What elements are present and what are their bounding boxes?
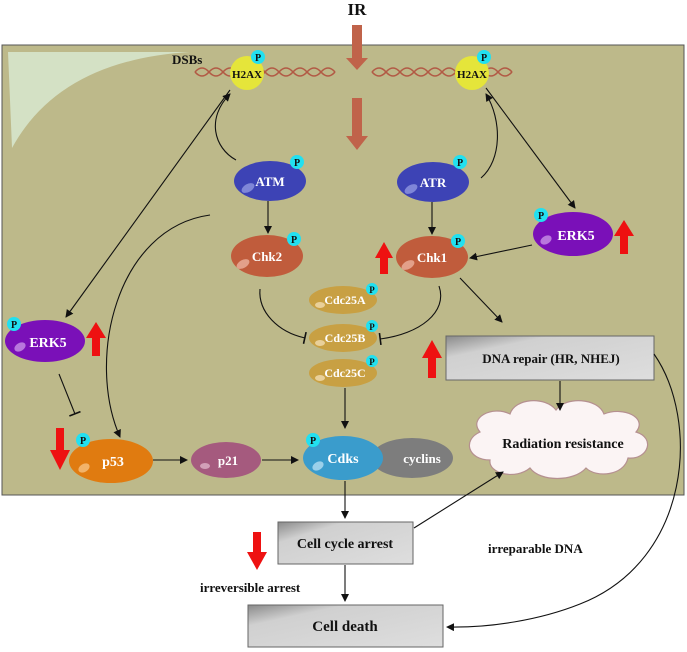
svg-text:ATM: ATM (255, 174, 284, 189)
cdc25b-node: Cdc25B (309, 324, 377, 352)
svg-text:ERK5: ERK5 (557, 229, 594, 244)
phospho-badge: P (453, 155, 467, 169)
cyclins-node: cyclins (371, 438, 453, 478)
phospho-badge: P (76, 433, 90, 447)
phospho-badge: P (7, 317, 21, 331)
erk5-left-node: ERK5 (5, 320, 85, 362)
dsbs-label: DSBs (172, 52, 202, 67)
svg-text:P: P (369, 285, 375, 295)
svg-text:P: P (481, 53, 487, 64)
svg-text:H2AX: H2AX (232, 69, 262, 81)
up-arrow-erk5-left-icon (86, 322, 106, 356)
svg-text:P: P (538, 211, 544, 222)
svg-text:P: P (11, 320, 17, 331)
phospho-badge: P (366, 355, 378, 367)
cdks-node: Cdks (303, 436, 383, 480)
svg-text:P: P (255, 53, 261, 64)
atr-node: ATR (397, 162, 469, 202)
svg-text:P: P (294, 158, 300, 169)
phospho-badge: P (290, 155, 304, 169)
erk5-right-node: ERK5 (533, 212, 613, 256)
cell-cycle-arrest-box: Cell cycle arrest (277, 521, 414, 565)
phospho-badge: P (366, 283, 378, 295)
irreparable-dna-label: irreparable DNA (488, 541, 583, 556)
ir-arrow-middle (346, 98, 368, 150)
chk1-node: Chk1 (396, 236, 468, 278)
ir-arrow-top (346, 25, 368, 70)
phospho-badge: P (477, 50, 491, 64)
h2ax-left-node: H2AX (230, 56, 264, 90)
up-arrow-erk5-right-icon (614, 220, 634, 254)
svg-text:cyclins: cyclins (403, 451, 441, 466)
atm-node: ATM (234, 161, 306, 201)
svg-text:P: P (369, 357, 375, 367)
svg-text:Radiation resistance: Radiation resistance (502, 437, 623, 452)
radiation-resistance-cloud: Radiation resistance (468, 400, 649, 479)
svg-text:Cdc25B: Cdc25B (325, 331, 366, 345)
svg-text:Chk1: Chk1 (417, 250, 447, 265)
svg-text:Cell cycle arrest: Cell cycle arrest (297, 537, 393, 552)
phospho-badge: P (287, 232, 301, 246)
irreversible-arrest-label: irreversible arrest (200, 580, 301, 595)
cdc25c-node: Cdc25C (309, 359, 377, 387)
down-arrow-p53-icon (50, 428, 70, 470)
svg-text:P: P (80, 436, 86, 447)
down-arrow-cell-cycle-icon (247, 532, 267, 570)
svg-text:DNA repair (HR, NHEJ): DNA repair (HR, NHEJ) (482, 351, 619, 366)
corner-highlight (8, 52, 190, 148)
svg-text:Chk2: Chk2 (252, 249, 282, 264)
svg-text:Cdc25A: Cdc25A (324, 293, 366, 307)
dna-repair-box: DNA repair (HR, NHEJ) (445, 335, 655, 381)
cdc25a-node: Cdc25A (309, 286, 377, 314)
svg-text:p53: p53 (102, 455, 124, 470)
svg-text:ATR: ATR (420, 175, 447, 190)
svg-text:P: P (369, 322, 375, 332)
p21-node: p21 (191, 442, 261, 478)
h2ax-right-node: H2AX (455, 56, 489, 90)
svg-text:ERK5: ERK5 (29, 336, 66, 351)
svg-text:p21: p21 (218, 453, 238, 468)
connectors (58, 87, 681, 632)
svg-text:P: P (457, 158, 463, 169)
svg-text:Cdc25C: Cdc25C (324, 366, 365, 380)
svg-text:Cdks: Cdks (327, 452, 359, 467)
svg-text:P: P (291, 235, 297, 246)
ir-label: IR (348, 0, 368, 19)
chk2-node: Chk2 (231, 235, 303, 277)
phospho-badge: P (306, 433, 320, 447)
phospho-badge: P (451, 234, 465, 248)
svg-text:P: P (455, 237, 461, 248)
up-arrow-dna-repair-icon (422, 340, 442, 378)
cell-death-box: Cell death (247, 604, 444, 648)
dna-strand-left-icon (194, 67, 336, 77)
svg-text:H2AX: H2AX (457, 69, 487, 81)
phospho-badge: P (534, 208, 548, 222)
p53-node: p53 (69, 439, 153, 483)
up-arrow-chk1-icon (375, 242, 393, 274)
svg-text:P: P (310, 436, 316, 447)
phospho-badge: P (251, 50, 265, 64)
phospho-badge: P (366, 320, 378, 332)
svg-text:Cell death: Cell death (312, 619, 378, 635)
